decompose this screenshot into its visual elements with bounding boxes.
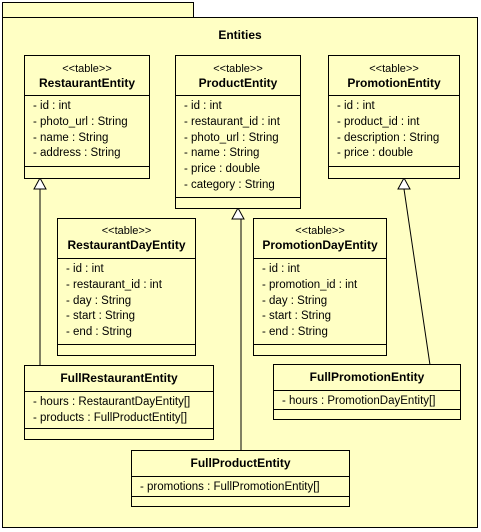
- attribute: start : String: [262, 309, 386, 325]
- attribute: product_id : int: [337, 115, 459, 131]
- class-name: ProductEntity: [198, 76, 278, 90]
- attribute: id : int: [262, 262, 386, 278]
- class-full-promotion-entity: FullPromotionEntity hours : PromotionDay…: [273, 364, 461, 420]
- class-name: PromotionEntity: [347, 76, 441, 90]
- attribute: restaurant_id : int: [66, 278, 195, 294]
- attribute: photo_url : String: [184, 131, 300, 147]
- stereotype-label: <<table>>: [369, 63, 419, 75]
- attribute: end : String: [66, 325, 195, 341]
- attribute-list: hours : PromotionDayEntity[]: [274, 391, 460, 410]
- operations-compartment: [254, 344, 386, 355]
- attribute-list: promotions : FullPromotionEntity[]: [132, 477, 349, 496]
- attribute: day : String: [66, 294, 195, 310]
- operations-compartment: [176, 197, 300, 208]
- stereotype-label: <<table>>: [213, 63, 263, 75]
- attribute: start : String: [66, 309, 195, 325]
- operations-compartment: [25, 428, 213, 439]
- class-header: FullPromotionEntity: [274, 365, 460, 391]
- stereotype-label: <<table>>: [62, 63, 112, 75]
- attribute: hours : RestaurantDayEntity[]: [33, 395, 213, 411]
- class-name: RestaurantEntity: [38, 76, 136, 90]
- class-restaurant-day-entity: <<table>> RestaurantDayEntity id : int r…: [57, 218, 196, 356]
- operations-compartment: [132, 496, 349, 506]
- attribute-list: id : int photo_url : String name : Strin…: [25, 96, 149, 162]
- attribute: day : String: [262, 294, 386, 310]
- attribute-list: id : int restaurant_id : int day : Strin…: [58, 259, 195, 341]
- operations-compartment: [329, 166, 459, 178]
- attribute: address : String: [33, 146, 149, 162]
- class-name: FullRestaurantEntity: [60, 371, 178, 385]
- operations-compartment: [274, 409, 460, 419]
- attribute: promotion_id : int: [262, 278, 386, 294]
- attribute-list: id : int restaurant_id : int photo_url :…: [176, 96, 300, 194]
- attribute: id : int: [33, 99, 149, 115]
- class-promotion-entity: <<table>> PromotionEntity id : int produ…: [328, 55, 460, 179]
- attribute-list: hours : RestaurantDayEntity[] products :…: [25, 392, 213, 427]
- operations-compartment: [25, 166, 149, 178]
- generalization-arrowhead-restaurant: [33, 176, 47, 190]
- class-header: <<table>> RestaurantDayEntity: [58, 219, 195, 259]
- attribute: description : String: [337, 131, 459, 147]
- class-name: FullPromotionEntity: [309, 370, 425, 384]
- attribute: photo_url : String: [33, 115, 149, 131]
- attribute: hours : PromotionDayEntity[]: [282, 394, 460, 410]
- attribute: id : int: [184, 99, 300, 115]
- attribute-list: id : int product_id : int description : …: [329, 96, 459, 162]
- attribute-list: id : int promotion_id : int day : String…: [254, 259, 386, 341]
- class-promotion-day-entity: <<table>> PromotionDayEntity id : int pr…: [253, 218, 387, 356]
- attribute: id : int: [337, 99, 459, 115]
- class-full-restaurant-entity: FullRestaurantEntity hours : RestaurantD…: [24, 365, 214, 440]
- class-header: <<table>> PromotionDayEntity: [254, 219, 386, 259]
- class-name: FullProductEntity: [190, 456, 291, 470]
- attribute: name : String: [33, 131, 149, 147]
- attribute: promotions : FullPromotionEntity[]: [140, 480, 349, 496]
- attribute: price : double: [184, 162, 300, 178]
- attribute: products : FullProductEntity[]: [33, 411, 213, 427]
- attribute: restaurant_id : int: [184, 115, 300, 131]
- attribute: price : double: [337, 146, 459, 162]
- attribute: category : String: [184, 178, 300, 194]
- package-title: Entities: [218, 28, 262, 42]
- generalization-arrowhead-promotion: [397, 176, 411, 190]
- attribute: name : String: [184, 146, 300, 162]
- class-name: RestaurantDayEntity: [67, 238, 186, 252]
- class-name: PromotionDayEntity: [262, 238, 378, 252]
- class-header: <<table>> PromotionEntity: [329, 56, 459, 96]
- operations-compartment: [58, 344, 195, 355]
- generalization-edge-promotion: [403, 188, 431, 366]
- class-header: FullProductEntity: [132, 451, 349, 477]
- class-header: <<table>> ProductEntity: [176, 56, 300, 96]
- class-header: <<table>> RestaurantEntity: [25, 56, 149, 96]
- stereotype-label: <<table>>: [101, 225, 152, 237]
- class-header: FullRestaurantEntity: [25, 366, 213, 392]
- class-product-entity: <<table>> ProductEntity id : int restaur…: [175, 55, 301, 209]
- class-restaurant-entity: <<table>> RestaurantEntity id : int phot…: [24, 55, 150, 179]
- stereotype-label: <<table>>: [295, 225, 345, 237]
- class-full-product-entity: FullProductEntity promotions : FullPromo…: [131, 450, 350, 507]
- generalization-arrowhead-product: [231, 206, 245, 220]
- attribute: end : String: [262, 325, 386, 341]
- attribute: id : int: [66, 262, 195, 278]
